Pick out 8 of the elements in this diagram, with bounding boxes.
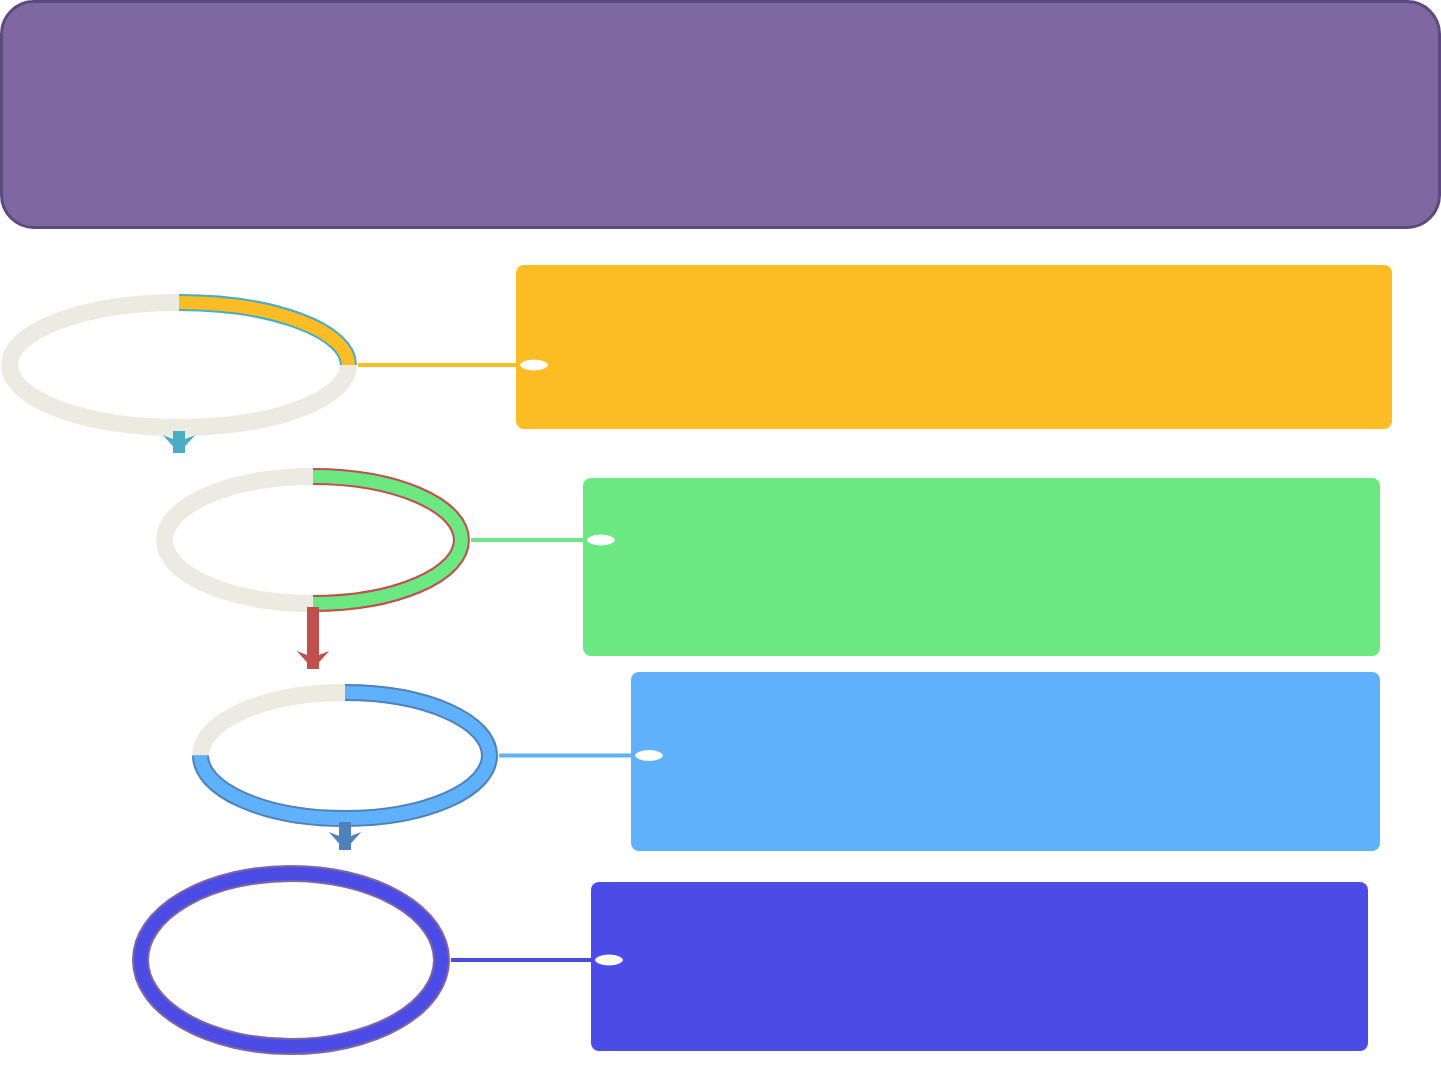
down-arrow	[328, 822, 362, 850]
content-card	[591, 882, 1368, 1051]
down-arrow	[162, 431, 196, 453]
title-banner	[0, 0, 1441, 229]
content-card	[631, 672, 1380, 851]
down-arrow	[296, 607, 330, 669]
content-card	[583, 478, 1380, 656]
content-card	[516, 265, 1392, 429]
